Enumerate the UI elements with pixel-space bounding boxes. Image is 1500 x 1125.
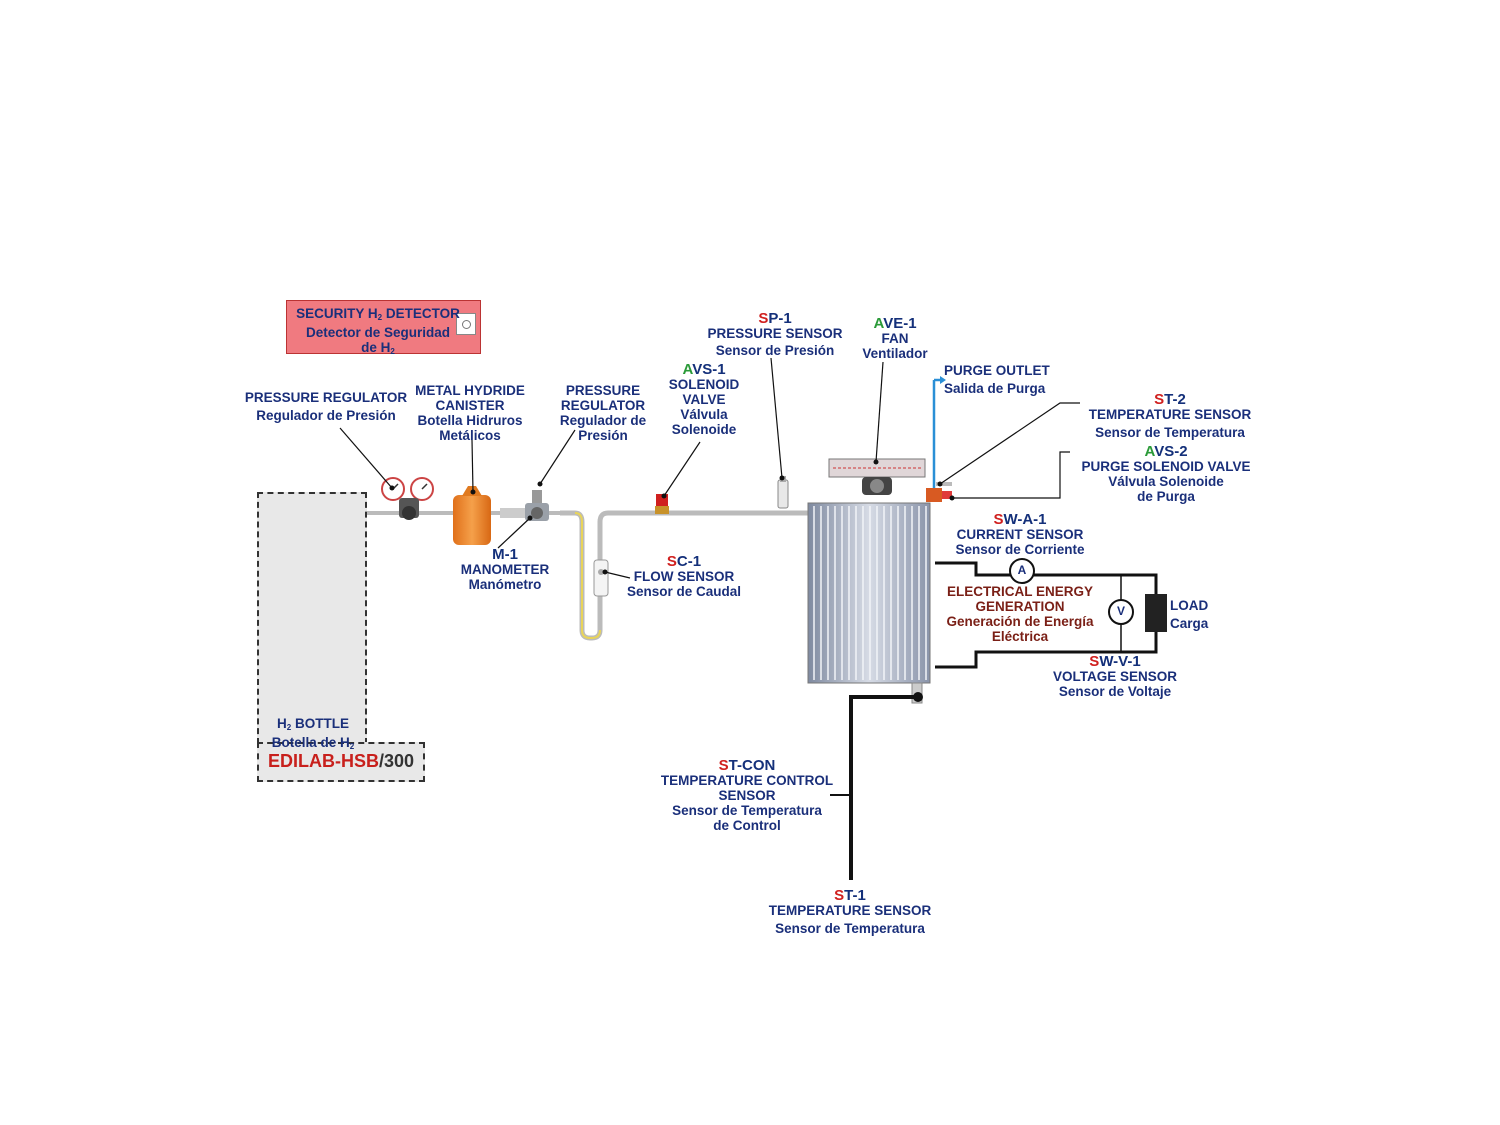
ammeter-symbol: A [1017,563,1027,577]
model-label: EDILAB-HSB/300 [267,751,415,771]
h2-bottle-enclosure [257,492,367,744]
pressure-regulator-1-label: PRESSURE REGULATOR Regulador de Presión [244,390,408,423]
stack-fins [813,506,927,680]
h2-bottle-label: H2 BOTTLE Botella de H2 [271,716,355,751]
metal-hydride-canister [453,486,491,545]
pressure-regulator-2 [500,490,549,521]
flow-sensor-sc1 [593,559,609,597]
pressure-sensor-sp1 [777,476,789,509]
purge-line [926,376,952,502]
voltmeter-symbol: V [1116,604,1125,618]
security-detector-box [286,300,481,354]
fuel-cell-stack [807,502,931,704]
temperature-wiring [830,692,923,880]
electrical-circuit [935,558,1167,669]
leader-dots [389,459,955,575]
detector-icon [456,313,476,335]
fan-ave1 [828,458,926,495]
model-box [257,742,425,782]
leader-lines [339,357,1080,579]
security-detector-label: SECURITY H2 DETECTOR Detector de Segurid… [296,306,460,356]
